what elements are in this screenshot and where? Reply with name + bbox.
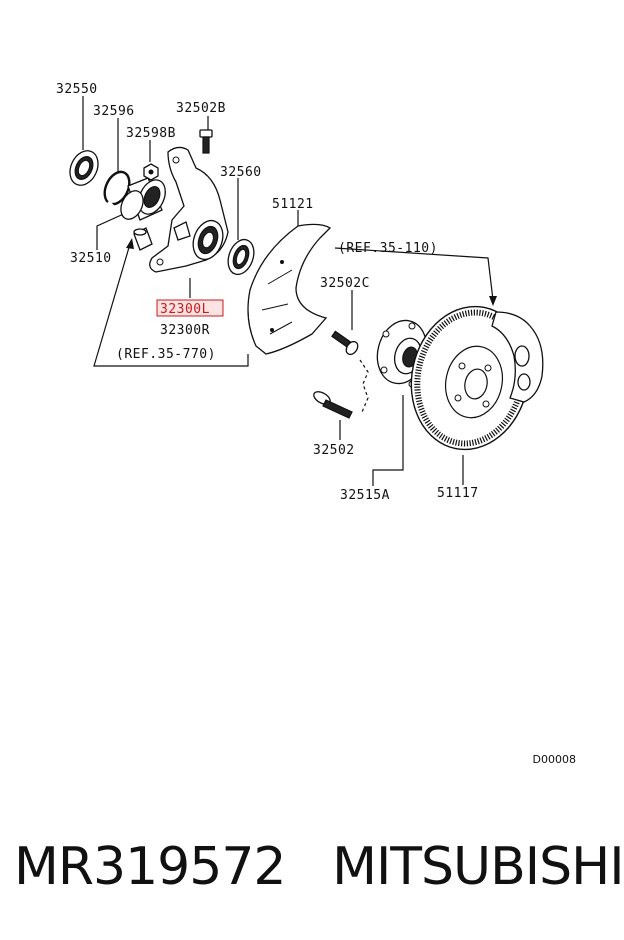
label-32502B: 32502B (176, 101, 226, 116)
bolt-32502B (199, 129, 213, 154)
nut-32598B (143, 163, 159, 181)
snap-ring-32596 (103, 170, 131, 209)
brake-caliper (491, 311, 544, 403)
dust-cover-51121 (247, 223, 332, 355)
ball-joint-pin (133, 227, 153, 251)
part-number-caption: MR319572 MITSUBISHI (14, 837, 624, 897)
diagram-code: D00008 (532, 753, 576, 766)
label-32300R: 32300R (160, 323, 210, 338)
label-ref-35-770: (REF.35-770) (116, 347, 216, 362)
label-51121: 51121 (272, 197, 314, 212)
label-32598B: 32598B (126, 126, 176, 141)
bearing-32510 (120, 177, 166, 221)
label-32510: 32510 (70, 251, 112, 266)
label-ref-35-110: (REF.35-110) (338, 241, 438, 256)
oil-seal-32560 (227, 238, 255, 276)
oil-seal-32550 (69, 150, 99, 186)
label-32550: 32550 (56, 82, 98, 97)
label-51117: 51117 (437, 486, 479, 501)
label-32560: 32560 (220, 165, 262, 180)
bolt-32502C (331, 330, 359, 356)
highlight-box-32300L (156, 299, 224, 317)
part-labels: 32550 32596 32502B 32598B 32560 51121 (R… (56, 82, 479, 503)
brake-disc-51117 (410, 305, 530, 451)
label-32502: 32502 (313, 443, 355, 458)
steering-knuckle-32300 (149, 146, 229, 273)
label-32300L: 32300L (160, 302, 210, 317)
wheel-stud-32502 (313, 391, 353, 419)
label-32596: 32596 (93, 104, 135, 119)
label-32502C: 32502C (320, 276, 370, 291)
exploded-parts-diagram: 32550 32596 32502B 32598B 32560 51121 (R… (56, 82, 544, 503)
leader-lines (82, 96, 497, 486)
label-32515A: 32515A (340, 488, 390, 503)
